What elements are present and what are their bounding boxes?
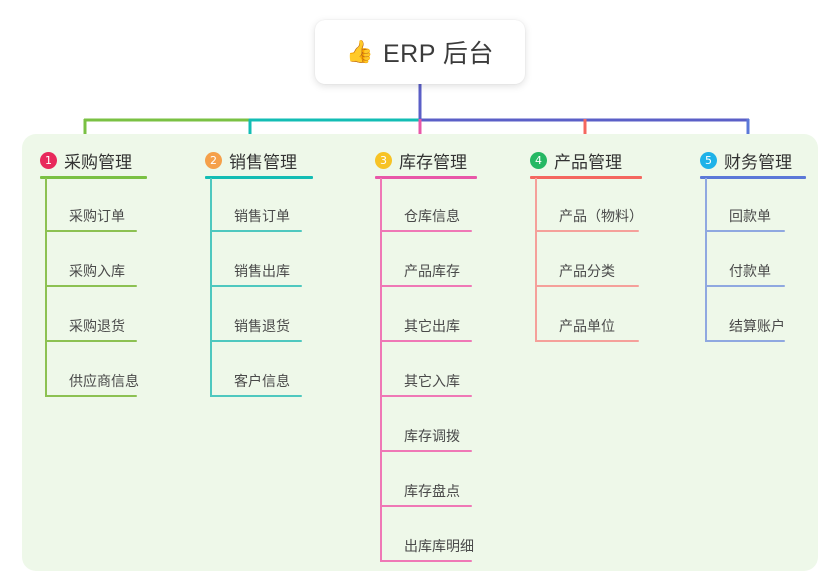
branch-item-label: 其它入库 bbox=[404, 373, 460, 389]
branch-item-rule bbox=[380, 230, 472, 232]
branch-header-2[interactable]: 2 销售管理 bbox=[205, 148, 297, 173]
branch-trunk-line bbox=[380, 178, 382, 562]
branch-item-label: 产品单位 bbox=[559, 318, 615, 334]
branch-item-label: 库存盘点 bbox=[404, 483, 460, 499]
branch-item-label: 采购退货 bbox=[69, 318, 125, 334]
branch-item-label: 产品分类 bbox=[559, 263, 615, 279]
branch-item-label: 付款单 bbox=[729, 263, 771, 279]
branch-number-badge: 5 bbox=[700, 152, 717, 169]
branch-header-rule bbox=[40, 176, 147, 179]
branch-item[interactable]: 其它出库 bbox=[380, 312, 492, 342]
branch-header-5[interactable]: 5 财务管理 bbox=[700, 148, 792, 173]
branch-header-1[interactable]: 1 采购管理 bbox=[40, 148, 132, 173]
branch-header-rule bbox=[375, 176, 477, 179]
branch-trunk-line bbox=[705, 178, 707, 342]
branch-number-badge: 4 bbox=[530, 152, 547, 169]
branch-item[interactable]: 销售退货 bbox=[210, 312, 322, 342]
branch-title: 库存管理 bbox=[399, 153, 467, 172]
branch-item[interactable]: 销售出库 bbox=[210, 257, 322, 287]
branch-item-label: 仓库信息 bbox=[404, 208, 460, 224]
branch-number-badge: 2 bbox=[205, 152, 222, 169]
root-node[interactable]: 👍 ERP 后台 bbox=[315, 20, 525, 84]
branch-trunk-line bbox=[535, 178, 537, 342]
branch-item-rule bbox=[705, 285, 785, 287]
branch-item-rule bbox=[535, 230, 639, 232]
branch-item-rule bbox=[705, 340, 785, 342]
branch-item-rule bbox=[380, 285, 472, 287]
branch-item-rule bbox=[380, 340, 472, 342]
branch-item-label: 出库库明细 bbox=[404, 538, 474, 554]
branch-item-rule bbox=[705, 230, 785, 232]
root-title-text: ERP 后台 bbox=[383, 40, 494, 68]
branch-item[interactable]: 库存调拨 bbox=[380, 422, 492, 452]
branch-item[interactable]: 仓库信息 bbox=[380, 202, 492, 232]
branch-item-rule bbox=[45, 230, 137, 232]
branch-item[interactable]: 出库库明细 bbox=[380, 532, 492, 562]
branch-item-rule bbox=[210, 285, 302, 287]
branch-title: 采购管理 bbox=[64, 153, 132, 172]
branch-item[interactable]: 产品库存 bbox=[380, 257, 492, 287]
branch-header-rule bbox=[700, 176, 806, 179]
branch-item-label: 采购订单 bbox=[69, 208, 125, 224]
branch-item[interactable]: 付款单 bbox=[705, 257, 805, 287]
branch-item[interactable]: 回款单 bbox=[705, 202, 805, 232]
branch-title: 产品管理 bbox=[554, 153, 622, 172]
branch-item[interactable]: 采购退货 bbox=[45, 312, 157, 342]
branches-panel bbox=[22, 134, 818, 571]
branch-title: 销售管理 bbox=[229, 153, 297, 172]
branch-item-rule bbox=[45, 395, 137, 397]
branch-title: 财务管理 bbox=[724, 153, 792, 172]
branch-item-label: 采购入库 bbox=[69, 263, 125, 279]
branch-number-badge: 1 bbox=[40, 152, 57, 169]
root-title: 👍 ERP 后台 bbox=[346, 34, 494, 70]
branch-item-label: 销售订单 bbox=[234, 208, 290, 224]
branch-item-label: 结算账户 bbox=[729, 318, 785, 334]
branch-item-label: 回款单 bbox=[729, 208, 771, 224]
branch-item[interactable]: 其它入库 bbox=[380, 367, 492, 397]
branch-header-4[interactable]: 4 产品管理 bbox=[530, 148, 622, 173]
branch-trunk-line bbox=[210, 178, 212, 397]
branch-item[interactable]: 产品分类 bbox=[535, 257, 659, 287]
branch-item-rule bbox=[210, 340, 302, 342]
branch-item-label: 库存调拨 bbox=[404, 428, 460, 444]
branch-item[interactable]: 采购入库 bbox=[45, 257, 157, 287]
branch-item[interactable]: 销售订单 bbox=[210, 202, 322, 232]
branch-item[interactable]: 供应商信息 bbox=[45, 367, 157, 397]
branch-item[interactable]: 采购订单 bbox=[45, 202, 157, 232]
branch-item-rule bbox=[380, 450, 472, 452]
branch-item[interactable]: 结算账户 bbox=[705, 312, 805, 342]
branch-item-rule bbox=[45, 285, 137, 287]
branch-item-rule bbox=[45, 340, 137, 342]
branch-item-label: 客户信息 bbox=[234, 373, 290, 389]
branch-item-label: 供应商信息 bbox=[69, 373, 139, 389]
branch-item[interactable]: 产品（物料） bbox=[535, 202, 659, 232]
branch-item-rule bbox=[380, 395, 472, 397]
branch-trunk-line bbox=[45, 178, 47, 397]
branch-header-rule bbox=[530, 176, 642, 179]
branch-item-label: 其它出库 bbox=[404, 318, 460, 334]
branch-number-badge: 3 bbox=[375, 152, 392, 169]
branch-item-rule bbox=[380, 560, 472, 562]
branch-item-rule bbox=[535, 340, 639, 342]
branch-item[interactable]: 客户信息 bbox=[210, 367, 322, 397]
branch-item-label: 销售出库 bbox=[234, 263, 290, 279]
branch-item-label: 产品（物料） bbox=[559, 208, 643, 224]
branch-header-rule bbox=[205, 176, 313, 179]
branch-item-rule bbox=[380, 505, 472, 507]
branch-item-rule bbox=[210, 230, 302, 232]
branch-item[interactable]: 库存盘点 bbox=[380, 477, 492, 507]
branch-item[interactable]: 产品单位 bbox=[535, 312, 659, 342]
thumbs-up-icon: 👍 bbox=[346, 39, 374, 64]
branch-item-label: 销售退货 bbox=[234, 318, 290, 334]
branch-item-label: 产品库存 bbox=[404, 263, 460, 279]
branch-item-rule bbox=[210, 395, 302, 397]
branch-header-3[interactable]: 3 库存管理 bbox=[375, 148, 467, 173]
branch-item-rule bbox=[535, 285, 639, 287]
